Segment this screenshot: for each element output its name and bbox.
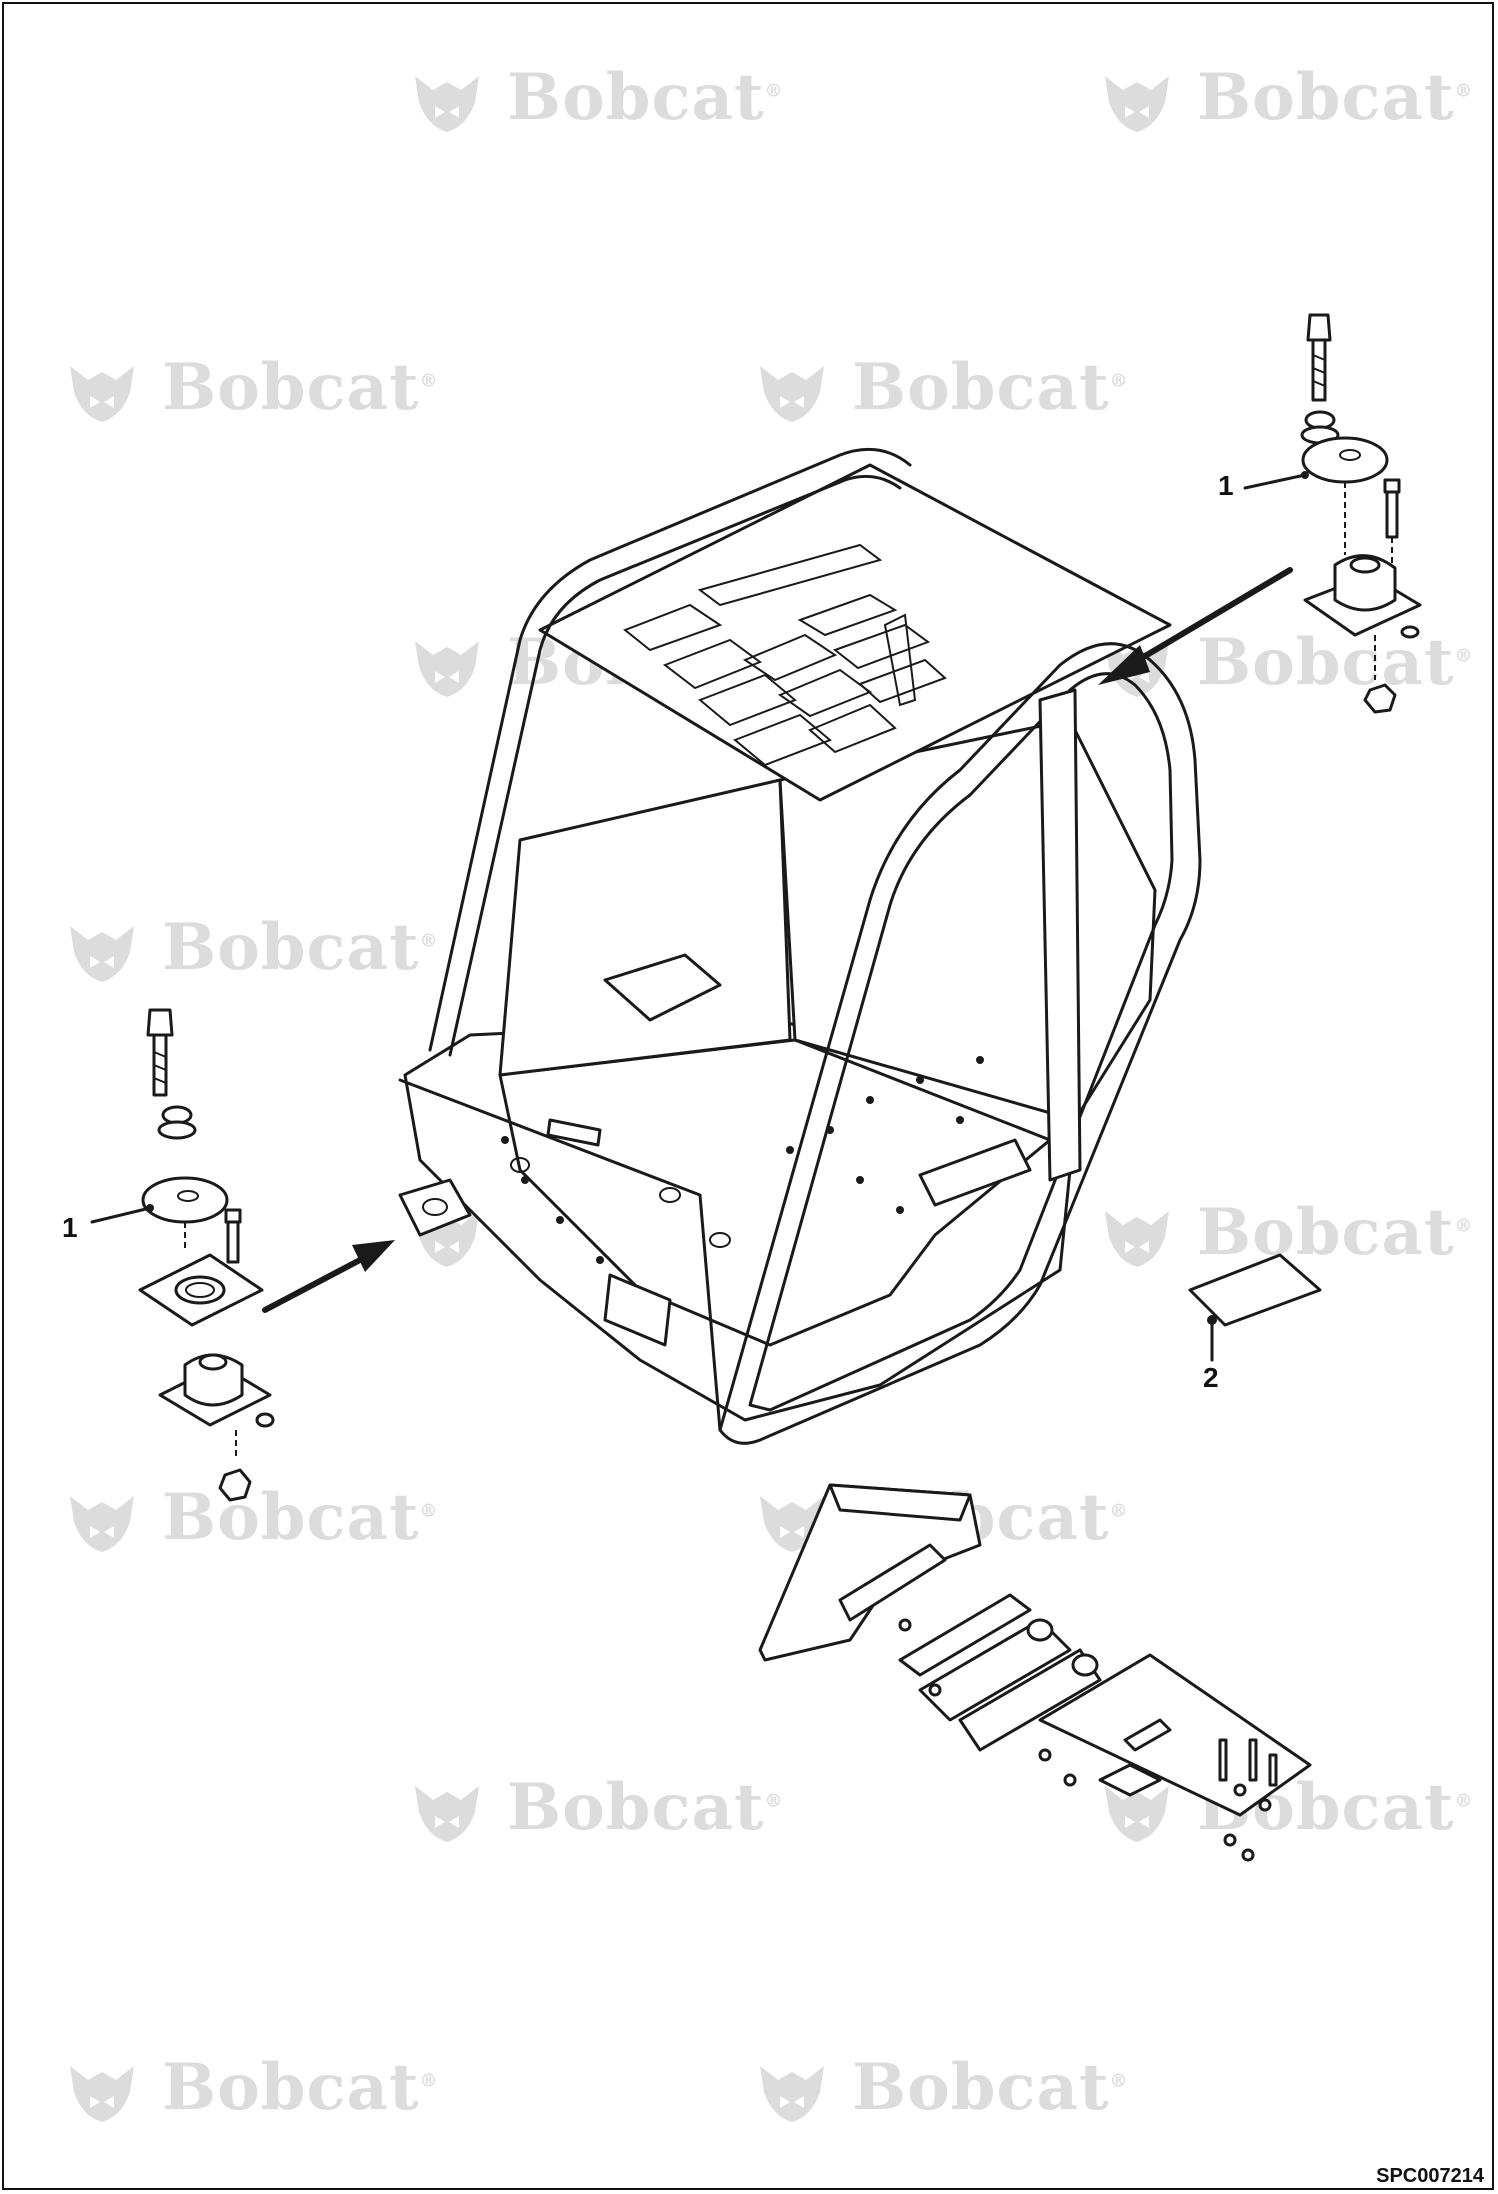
watermark: Bobcat® bbox=[1095, 1195, 1474, 1273]
bobcat-logo-icon bbox=[405, 68, 489, 138]
rops-front-hoop-inner bbox=[748, 672, 1174, 1412]
bolt-head bbox=[1306, 313, 1332, 342]
bobcat-logo-icon bbox=[60, 918, 144, 988]
hinge-roller bbox=[918, 1618, 1072, 1722]
hinge-roller bbox=[958, 1648, 1102, 1752]
roof-vent-slots bbox=[623, 543, 947, 767]
watermark: Bobcat® bbox=[60, 350, 439, 428]
callout-label: 2 bbox=[1203, 1362, 1219, 1393]
callout-label: 1 bbox=[62, 1212, 78, 1243]
cab-frame bbox=[398, 447, 1202, 1445]
step-assembly bbox=[758, 1483, 1312, 1862]
side-cutout bbox=[603, 1273, 672, 1347]
seat-mount-bracket bbox=[603, 953, 722, 1022]
floor-bracket bbox=[918, 1138, 1032, 1207]
rops-front-hoop bbox=[718, 642, 1202, 1445]
guard-rib bbox=[838, 1543, 947, 1622]
watermark: Bobcat® bbox=[405, 60, 784, 138]
callout-leader bbox=[1243, 473, 1307, 490]
watermark: Bobcat® bbox=[60, 910, 439, 988]
bobcat-logo-icon bbox=[1095, 68, 1179, 138]
panel-holes bbox=[501, 1056, 984, 1264]
bobcat-logo-icon bbox=[750, 2058, 834, 2128]
lock-nut bbox=[1363, 683, 1397, 714]
step-fasteners bbox=[898, 1618, 1278, 1862]
washer bbox=[157, 1120, 197, 1140]
left-mount-ear bbox=[398, 1178, 472, 1237]
step-plate-bracket bbox=[1098, 1763, 1162, 1797]
bolt-head bbox=[146, 1008, 174, 1037]
watermark: Bobcat® bbox=[750, 350, 1129, 428]
watermark: Bobcat® bbox=[60, 2050, 439, 2128]
lock-nut bbox=[218, 1468, 252, 1502]
bobcat-logo-icon bbox=[1095, 1203, 1179, 1273]
watermark: Bobcat® bbox=[750, 2050, 1129, 2128]
decal bbox=[1188, 1253, 1322, 1327]
rubber-mount bbox=[1333, 554, 1397, 612]
cab-rear-wall bbox=[498, 778, 792, 1077]
cab-roof bbox=[538, 463, 1172, 802]
rops-rear-hoop-inner bbox=[448, 474, 902, 1057]
bobcat-logo-icon bbox=[60, 358, 144, 428]
bobcat-logo-icon bbox=[60, 1488, 144, 1558]
assembly-arrow bbox=[1127, 567, 1293, 668]
side-cutout bbox=[546, 1118, 602, 1147]
step-plate bbox=[1038, 1653, 1312, 1817]
bobcat-logo-icon bbox=[405, 1778, 489, 1848]
assembly-arrow bbox=[262, 1257, 363, 1313]
step-tread bbox=[1123, 1718, 1172, 1752]
callout-leader bbox=[90, 1206, 152, 1224]
bobcat-logo-icon bbox=[1095, 1778, 1179, 1848]
bobcat-logo-icon bbox=[750, 358, 834, 428]
hinge-bar bbox=[898, 1593, 1032, 1677]
bobcat-logo-icon bbox=[60, 2058, 144, 2128]
lower-rail bbox=[398, 1078, 722, 1432]
cab-floor-plate bbox=[498, 1038, 1052, 1347]
watermark: Bobcat® bbox=[60, 1480, 439, 1558]
left-mount-assembly bbox=[90, 1008, 395, 1502]
callout-label: 1 bbox=[1218, 470, 1234, 501]
decal-assembly bbox=[1188, 1253, 1322, 1362]
right-mount-assembly bbox=[1098, 313, 1422, 714]
bobcat-logo-icon bbox=[405, 633, 489, 703]
drawing-code: SPC007214 bbox=[1376, 2165, 1484, 2187]
watermark: Bobcat® bbox=[405, 1770, 784, 1848]
rops-rear-hoop bbox=[428, 447, 912, 1052]
door-post bbox=[1038, 688, 1082, 1182]
watermark: Bobcat® bbox=[1095, 60, 1474, 138]
